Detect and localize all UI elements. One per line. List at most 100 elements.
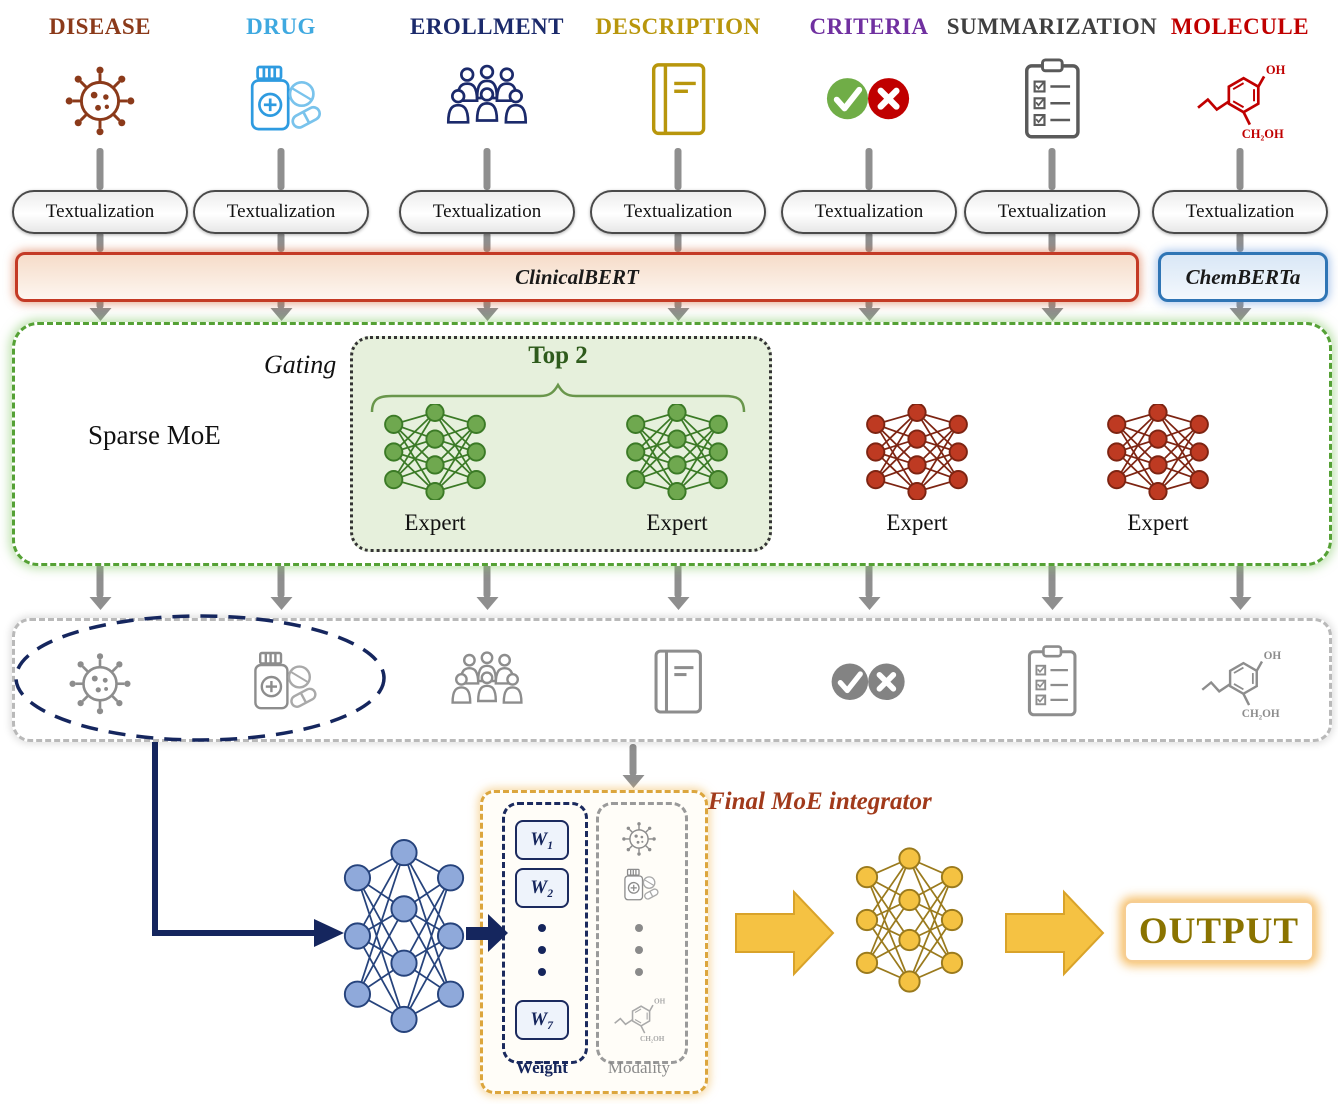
- clipboard-icon: [1002, 50, 1102, 148]
- people-icon: [437, 50, 537, 148]
- weight-ellipsis-dot: [538, 946, 546, 954]
- svg-text:CH₂OH: CH₂OH: [1242, 709, 1280, 721]
- svg-text:CH₂OH: CH₂OH: [640, 1035, 665, 1043]
- modality-box: [596, 802, 688, 1064]
- textualization-pill-description: Textualization: [590, 190, 766, 234]
- gold-arrow-1: [735, 889, 835, 977]
- svg-text:OH: OH: [1266, 63, 1286, 77]
- connector-criteria-1: [865, 232, 873, 252]
- connector-criteria-2: [865, 296, 873, 309]
- final-moe-network: [852, 846, 967, 999]
- weight-chip-2: W₂: [515, 868, 569, 908]
- connector-description-3: [674, 560, 682, 598]
- connector-drug-2: [277, 296, 285, 309]
- connector-erollment-2: [483, 296, 491, 309]
- connector-disease-3: [96, 560, 104, 598]
- connector-erollment-3: [483, 560, 491, 598]
- connector-summarization-3: [1048, 560, 1056, 598]
- textualization-pill-summarization: Textualization: [964, 190, 1140, 234]
- textualization-pill-criteria: Textualization: [781, 190, 957, 234]
- gating-network: [340, 836, 468, 1041]
- modality-ellipsis-dot: [635, 924, 643, 932]
- textualization-pill-erollment: Textualization: [399, 190, 575, 234]
- connector-description-0: [674, 148, 682, 190]
- sparse-moe-label: Sparse MoE: [88, 420, 221, 450]
- connector-summarization-2: [1048, 296, 1056, 309]
- expert-label-1: Expert: [404, 510, 466, 535]
- virus-icon: [50, 50, 150, 148]
- drug-icon: [231, 50, 331, 148]
- connector-criteria-3: [865, 560, 873, 598]
- connector-erollment-1: [483, 232, 491, 252]
- gold-arrow-2: [1005, 889, 1105, 977]
- people-icon-gray: [439, 636, 535, 728]
- gating-label: Gating: [264, 350, 337, 379]
- modality-label-erollment: EROLLMENT: [409, 14, 565, 39]
- modality-label-criteria: CRITERIA: [809, 14, 929, 39]
- virus-icon-small: [614, 814, 664, 862]
- modality-ellipsis-dot: [635, 968, 643, 976]
- connector-description-1: [674, 232, 682, 252]
- textualization-pill-drug: Textualization: [193, 190, 369, 234]
- expert-label-3: Expert: [886, 510, 948, 535]
- molecule-icon: OH CH₂OH: [1190, 50, 1290, 148]
- weight-ellipsis-dot: [538, 924, 546, 932]
- modality-ellipsis-dot: [635, 946, 643, 954]
- connector-molecule-0: [1236, 148, 1244, 190]
- connector-summarization-1: [1048, 232, 1056, 252]
- clinicalbert-encoder: ClinicalBERT: [15, 252, 1139, 302]
- drug-icon-gray: [233, 636, 329, 728]
- modality-label-drug: DRUG: [246, 14, 316, 39]
- connector-drug-1: [277, 232, 285, 252]
- connector-drug-0: [277, 148, 285, 190]
- expert-label-4: Expert: [1127, 510, 1189, 535]
- chemberta-label: ChemBERTa: [1185, 264, 1301, 289]
- criteria-icon-gray: [821, 636, 917, 728]
- svg-text:CH₂OH: CH₂OH: [1242, 127, 1284, 141]
- expert-network-3: [862, 402, 972, 505]
- top2-label: Top 2: [528, 342, 588, 369]
- molecule-icon-gray: OH CH₂OH: [1192, 636, 1288, 728]
- molecule-icon-small: OH CH₂OH: [608, 990, 670, 1046]
- connector-disease-2: [96, 296, 104, 309]
- connector-disease-0: [96, 148, 104, 190]
- weight-column-label: Weight: [516, 1058, 568, 1077]
- connector-description-2: [674, 296, 682, 309]
- output-box: OUTPUT: [1124, 901, 1314, 962]
- weight-ellipsis-dot: [538, 968, 546, 976]
- modality-label-disease: DISEASE: [49, 14, 151, 39]
- clinicalbert-label: ClinicalBERT: [515, 264, 639, 289]
- weight-chip-1: W₁: [515, 820, 569, 860]
- clipboard-icon-gray: [1004, 636, 1100, 728]
- connector-summarization-0: [1048, 148, 1056, 190]
- modality-label-molecule: MOLECULE: [1170, 14, 1310, 39]
- weight-chip-3: W₇: [515, 1000, 569, 1040]
- textualization-pill-disease: Textualization: [12, 190, 188, 234]
- modality-column-label: Modality: [607, 1058, 671, 1077]
- expert-network-4: [1103, 402, 1213, 505]
- chemberta-encoder: ChemBERTa: [1158, 252, 1328, 302]
- navy-routing-arrow: [152, 742, 314, 936]
- modality-label-summarization: SUMMARIZATION: [946, 14, 1158, 39]
- connector-molecule-2: [1236, 296, 1244, 309]
- modality-label-description: DESCRIPTION: [595, 14, 761, 39]
- virus-icon-gray: [52, 636, 148, 728]
- expert-network-2: [622, 402, 732, 505]
- svg-text:OH: OH: [654, 998, 666, 1006]
- svg-text:OH: OH: [1263, 650, 1281, 662]
- connector-criteria-0: [865, 148, 873, 190]
- connector-erollment-0: [483, 148, 491, 190]
- expert-label-2: Expert: [646, 510, 708, 535]
- criteria-icon: [819, 50, 919, 148]
- drug-icon-small: [614, 862, 664, 908]
- output-label: OUTPUT: [1138, 911, 1300, 952]
- final-integrator-title: Final MoE integrator: [708, 788, 932, 815]
- connector-disease-1: [96, 232, 104, 252]
- connector-to-integrator: [629, 744, 637, 776]
- connector-molecule-3: [1236, 560, 1244, 598]
- textualization-pill-molecule: Textualization: [1152, 190, 1328, 234]
- connector-drug-3: [277, 560, 285, 598]
- connector-molecule-1: [1236, 232, 1244, 252]
- book-icon: [628, 50, 728, 148]
